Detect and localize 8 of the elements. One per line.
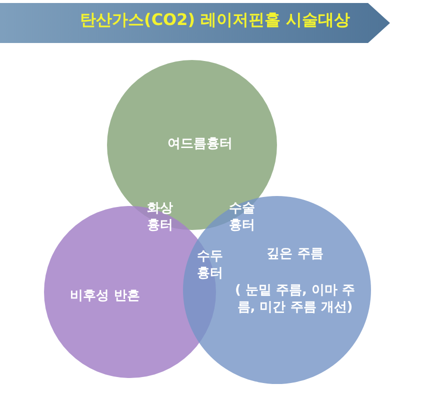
circle-label: 여드름흉터 <box>168 136 232 154</box>
overlap-label: 화상 흉터 <box>146 201 174 235</box>
circle-label: 깊은 주름 <box>266 246 324 264</box>
overlap-label: 수두 흉터 <box>196 249 224 283</box>
circle-label: ( 눈밑 주름, 이마 주름, 미간 주름 개선) <box>234 283 356 317</box>
circle-label: 비후성 반흔 <box>70 288 140 306</box>
overlap-label: 수술 흉터 <box>228 201 256 235</box>
title: 탄산가스(CO2) 레이저핀홀 시술대상 <box>80 10 350 31</box>
